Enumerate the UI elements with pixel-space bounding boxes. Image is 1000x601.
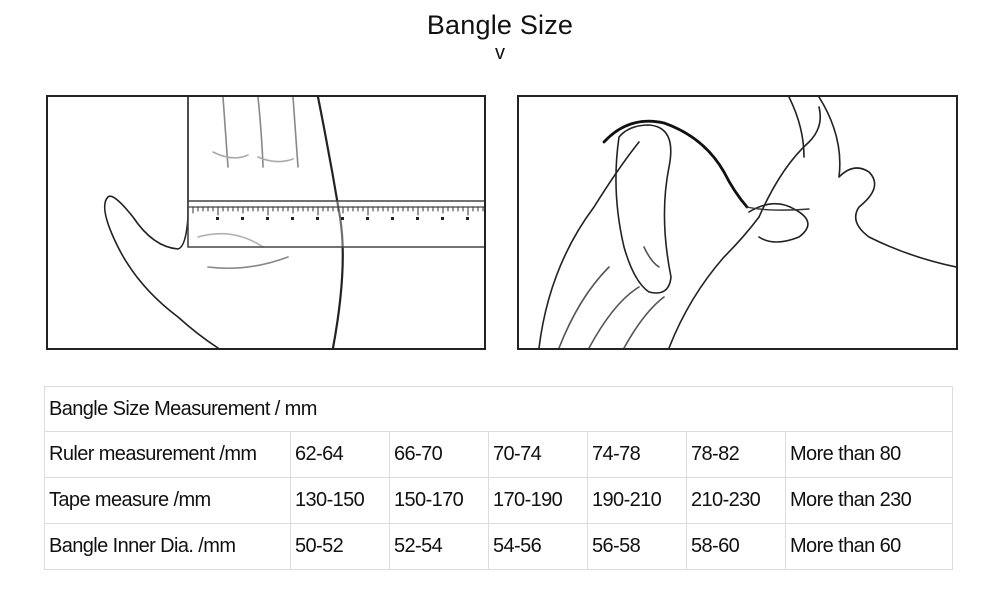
table-row-ruler: Ruler measurement /mm 62-64 66-70 70-74 … [44, 431, 954, 478]
table-cell: More than 60 [784, 523, 954, 570]
hand-ruler-illustration [46, 95, 486, 350]
row-label: Tape measure /mm [44, 477, 291, 524]
row-label: Bangle Inner Dia. /mm [44, 523, 291, 570]
table-row-inner-dia: Bangle Inner Dia. /mm 50-52 52-54 54-56 … [44, 523, 954, 570]
page-title: Bangle Size [426, 10, 574, 40]
table-cell: 52-54 [389, 523, 489, 570]
table-cell: 58-60 [686, 523, 786, 570]
title-chevron-mark: v [495, 42, 505, 64]
table-cell: 66-70 [389, 431, 489, 478]
table-cell: 190-210 [587, 477, 687, 524]
table-cell: 56-58 [587, 523, 687, 570]
bangle-size-table: Bangle Size Measurement / mm Ruler measu… [43, 386, 954, 570]
table-cell: 130-150 [290, 477, 390, 524]
table-cell: 50-52 [290, 523, 390, 570]
table-cell: More than 80 [784, 431, 954, 478]
table-cell: 62-64 [290, 431, 390, 478]
table-cell: 170-190 [488, 477, 588, 524]
table-cell: More than 230 [784, 477, 954, 524]
table-cell: 70-74 [488, 431, 588, 478]
table-cell: 74-78 [587, 431, 687, 478]
table-cell: 150-170 [389, 477, 489, 524]
table-cell: 210-230 [686, 477, 786, 524]
table-cell: 54-56 [488, 523, 588, 570]
table-header-row: Bangle Size Measurement / mm [43, 386, 954, 432]
table-cell: 78-82 [686, 431, 786, 478]
hand-tape-illustration [517, 95, 958, 350]
table-row-tape: Tape measure /mm 130-150 150-170 170-190… [44, 477, 954, 524]
row-label: Ruler measurement /mm [44, 431, 291, 478]
table-header: Bangle Size Measurement / mm [43, 386, 954, 432]
